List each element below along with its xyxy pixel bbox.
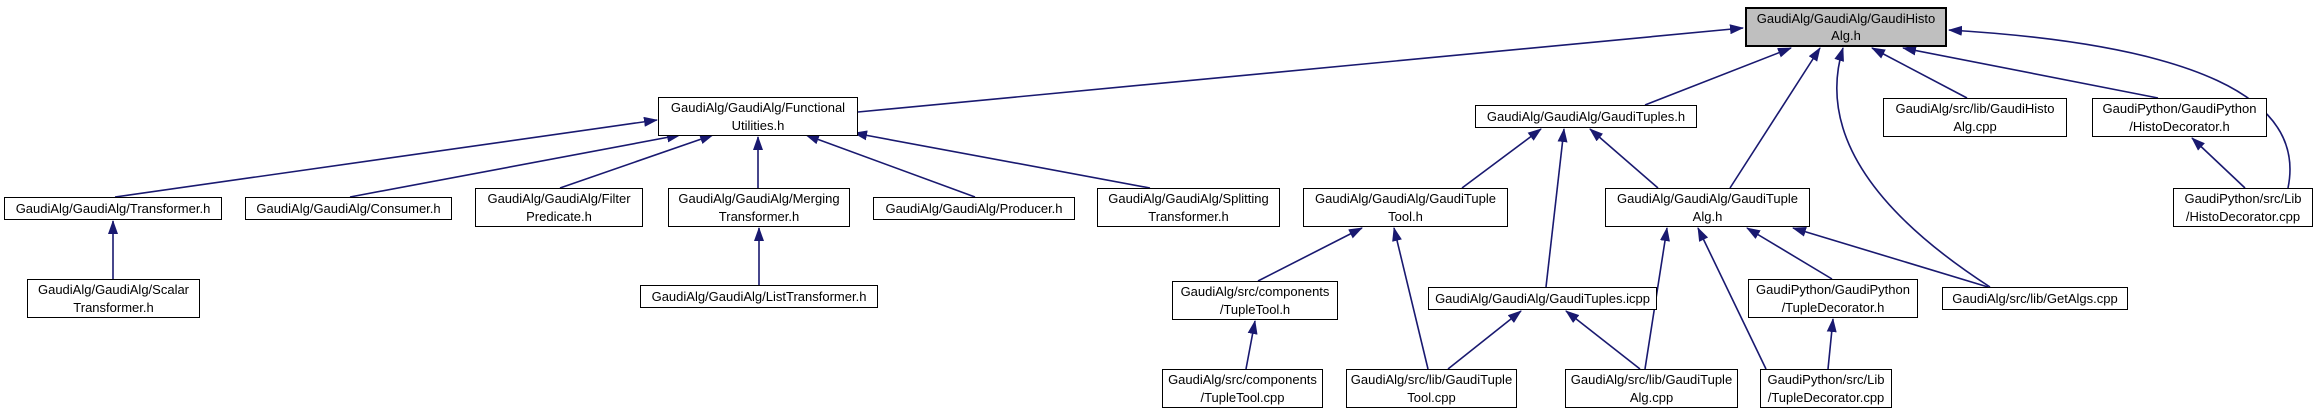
edge-gaudituplealg-h-to-gaudihistoalg-h — [1729, 47, 1821, 189]
node-label-line: /TupleDecorator.h — [1781, 299, 1885, 315]
edge-tupletool-cpp-to-tupletool-h — [1245, 320, 1258, 370]
edge-functional-utilities-to-gaudihistoalg-h — [857, 24, 1744, 113]
node-label-line: Transformer.h — [73, 299, 154, 315]
graph-node-histodecorator-cpp[interactable]: GaudiPython/src/Lib/HistoDecorator.cpp — [2173, 188, 2313, 227]
graph-node-tupletool-cpp[interactable]: GaudiAlg/src/components/TupleTool.cpp — [1162, 369, 1323, 408]
node-label-line: GaudiAlg/src/lib/GaudiTuple — [1570, 372, 1733, 388]
edge-consumer-h-to-functional-utilities — [349, 132, 681, 198]
edge-filter-predicate-to-functional-utilities — [559, 134, 714, 189]
node-label-line: GaudiAlg/GaudiAlg/Transformer.h — [15, 200, 211, 216]
node-label-line: /HistoDecorator.cpp — [2185, 208, 2301, 224]
node-label-line: GaudiAlg/GaudiAlg/GaudiTuple — [1315, 191, 1496, 207]
node-label-line: GaudiAlg/GaudiAlg/Filter — [487, 191, 631, 207]
edge-gauditupletool-h-to-gaudituples-h — [1461, 128, 1542, 189]
node-label-line: Alg.cpp — [1953, 118, 1997, 134]
graph-node-list-transformer[interactable]: GaudiAlg/GaudiAlg/ListTransformer.h — [640, 285, 878, 308]
node-label-line: GaudiAlg/src/lib/GetAlgs.cpp — [1952, 290, 2118, 306]
node-label-line: Tool.cpp — [1407, 389, 1456, 405]
graph-node-consumer-h[interactable]: GaudiAlg/GaudiAlg/Consumer.h — [245, 197, 452, 220]
node-label-line: GaudiAlg/GaudiAlg/GaudiTuple — [1617, 191, 1798, 207]
node-label-line: GaudiAlg/src/components — [1180, 284, 1330, 300]
node-label-line: GaudiAlg/GaudiAlg/GaudiTuples.h — [1486, 108, 1686, 124]
node-label-line: Transformer.h — [718, 208, 800, 224]
edge-transformer-h-to-functional-utilities — [114, 116, 658, 198]
node-label-line: Utilities.h — [731, 117, 785, 133]
graph-node-tupletool-h[interactable]: GaudiAlg/src/components/TupleTool.h — [1172, 281, 1338, 320]
graph-node-transformer-h[interactable]: GaudiAlg/GaudiAlg/Transformer.h — [4, 197, 222, 220]
edge-getalgs-cpp-to-gaudituplealg-h — [1792, 226, 1989, 288]
edge-tupledecorator-cpp-to-gaudituplealg-h — [1697, 227, 1767, 370]
edge-splitting-transformer-to-functional-utilities — [853, 130, 1151, 189]
edge-gaudituples-h-to-gaudihistoalg-h — [1644, 47, 1792, 106]
node-label-line: Tool.h — [1388, 208, 1423, 224]
edge-tupledecorator-cpp-to-tupledecorator-h — [1826, 318, 1837, 370]
node-label-line: /HistoDecorator.h — [2129, 118, 2230, 134]
edge-gauditupletool-cpp-to-gaudituples-icpp — [1447, 310, 1522, 370]
graph-node-producer-h[interactable]: GaudiAlg/GaudiAlg/Producer.h — [873, 197, 1075, 220]
edge-tupledecorator-h-to-gaudituplealg-h — [1746, 227, 1833, 280]
node-label-line: Transformer.h — [1148, 208, 1229, 224]
graph-node-tupledecorator-cpp[interactable]: GaudiPython/src/Lib/TupleDecorator.cpp — [1760, 369, 1892, 408]
node-label-line: GaudiAlg/GaudiAlg/Splitting — [1108, 191, 1269, 207]
graph-node-gaudituples-icpp[interactable]: GaudiAlg/GaudiAlg/GaudiTuples.icpp — [1428, 287, 1657, 310]
node-label-line: GaudiAlg/GaudiAlg/GaudiHisto — [1756, 10, 1936, 26]
node-label-line: GaudiPython/src/Lib — [2184, 191, 2302, 207]
edge-gaudihistoalg-cpp-to-gaudihistoalg-h — [1871, 47, 1968, 99]
graph-node-getalgs-cpp[interactable]: GaudiAlg/src/lib/GetAlgs.cpp — [1942, 287, 2128, 310]
node-label-line: GaudiAlg/GaudiAlg/Merging — [678, 191, 840, 207]
node-label-line: GaudiPython/src/Lib — [1767, 372, 1885, 388]
node-label-line: GaudiAlg/GaudiAlg/Consumer.h — [256, 200, 441, 216]
node-label-line: GaudiAlg/GaudiAlg/ListTransformer.h — [651, 288, 867, 304]
node-label-line: GaudiAlg/GaudiAlg/Scalar — [37, 282, 190, 298]
edge-getalgs-cpp-to-gaudihistoalg-h — [1834, 47, 1991, 288]
edge-tupletool-h-to-gauditupletool-h — [1257, 227, 1363, 282]
edge-histodecorator-cpp-to-gaudihistoalg-h — [1948, 25, 2291, 189]
edge-gaudituples-icpp-to-gaudituples-h — [1545, 128, 1568, 288]
node-label-line: GaudiPython/GaudiPython — [1756, 282, 1910, 298]
node-label-line: Alg.cpp — [1629, 389, 1674, 405]
node-label-line: GaudiAlg/GaudiAlg/Producer.h — [885, 200, 1063, 216]
node-label-line: GaudiAlg/GaudiAlg/GaudiTuples.icpp — [1435, 290, 1650, 306]
node-label-line: /TupleTool.h — [1219, 301, 1291, 317]
node-label-line: /TupleTool.cpp — [1200, 389, 1285, 405]
node-label-line: GaudiAlg/src/lib/GaudiTuple — [1350, 372, 1513, 388]
node-label-line: GaudiAlg/GaudiAlg/Functional — [670, 100, 846, 116]
edge-gauditupletool-cpp-to-gauditupletool-h — [1392, 227, 1429, 370]
node-label-line: /TupleDecorator.cpp — [1767, 389, 1885, 405]
node-label-line: Alg.h — [1831, 28, 1861, 43]
graph-node-histodecorator-h[interactable]: GaudiPython/GaudiPython/HistoDecorator.h — [2092, 98, 2267, 137]
edge-histodecorator-cpp-to-histodecorator-h — [2191, 137, 2246, 189]
edge-producer-h-to-functional-utilities — [805, 134, 976, 198]
graph-node-gaudituples-h[interactable]: GaudiAlg/GaudiAlg/GaudiTuples.h — [1475, 105, 1697, 128]
node-label-line: Alg.h — [1692, 208, 1723, 224]
edge-gaudituplealg-h-to-gaudituples-h — [1589, 128, 1659, 189]
node-label-line: Predicate.h — [526, 208, 592, 224]
edge-gaudituplealg-cpp-to-gaudituples-icpp — [1565, 310, 1641, 370]
edge-histodecorator-h-to-gaudihistoalg-h — [1902, 45, 2159, 99]
graph-node-tupledecorator-h[interactable]: GaudiPython/GaudiPython/TupleDecorator.h — [1748, 279, 1918, 318]
node-label-line: GaudiPython/GaudiPython — [2102, 101, 2257, 117]
node-label-line: GaudiAlg/src/lib/GaudiHisto — [1895, 101, 2055, 117]
node-label-line: GaudiAlg/src/components — [1168, 372, 1317, 388]
